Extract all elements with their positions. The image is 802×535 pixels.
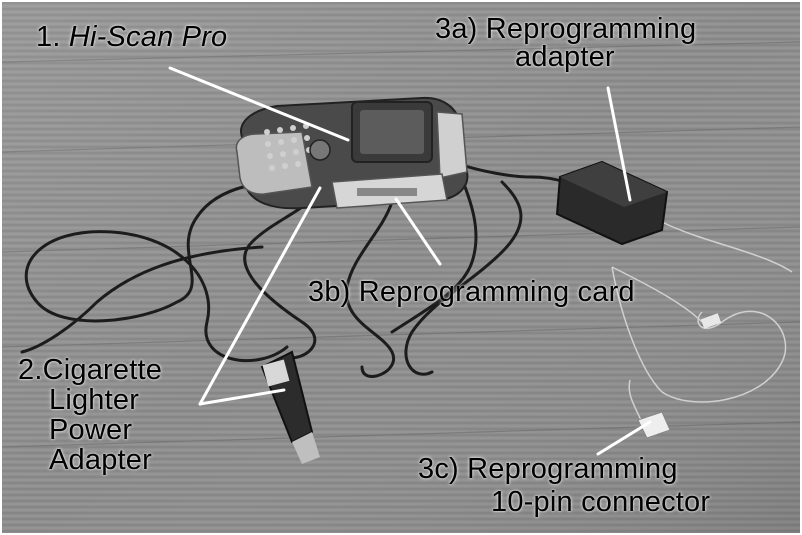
label-power-line4: Adapter (49, 444, 152, 476)
pointer-power-lower (198, 388, 286, 406)
label-power-adapter: 2.Cigarette Lighter Power Adapter (18, 355, 162, 475)
label-card-text: 3b) Reprogramming card (308, 276, 635, 308)
pointer-adapter (606, 86, 632, 202)
label-connector-line2: 10-pin connector (491, 486, 711, 518)
label-10-pin-connector: 3c) Reprogramming 10-pin connector (418, 453, 710, 519)
label-hi-scan-pro: 1. Hi-Scan Pro (36, 23, 227, 52)
pointer-power-upper (198, 186, 322, 406)
pointer-connector (596, 420, 652, 456)
label-power-line3: Power (49, 414, 133, 446)
label-connector-line1: 3c) Reprogramming (418, 453, 678, 485)
label-adapter-line2: adapter (515, 41, 615, 73)
hi-scan-device (235, 96, 469, 210)
pointer-card (394, 197, 442, 266)
label-reprogramming-adapter: 3a) Reprogramming adapter (435, 11, 696, 75)
label-hi-scan-number: 1. (36, 21, 61, 53)
pointer-lines (168, 66, 652, 456)
label-power-line1: 2.Cigarette (18, 354, 163, 386)
reprogramming-adapter-box (555, 160, 669, 246)
pointer-hi-scan (168, 66, 350, 142)
label-hi-scan-name: Hi-Scan Pro (68, 21, 228, 53)
label-reprogramming-card: 3b) Reprogramming card (308, 278, 635, 307)
ten-pin-connector-plug (637, 313, 722, 439)
label-adapter-line1: 3a) Reprogramming (435, 13, 697, 45)
label-power-line2: Lighter (49, 384, 140, 416)
cigarette-lighter-adapter (260, 350, 320, 464)
cables (20, 160, 569, 378)
